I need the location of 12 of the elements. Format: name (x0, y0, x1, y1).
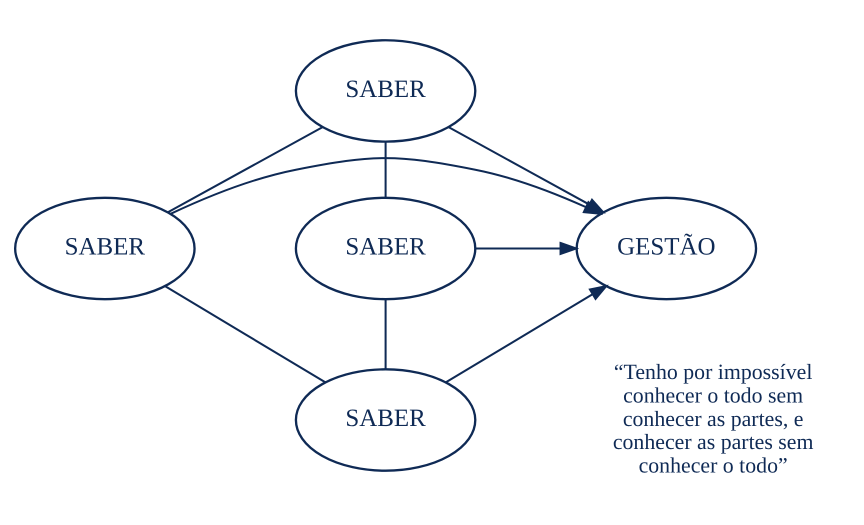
arrow (476, 242, 580, 256)
node-ellipse: SABER (294, 39, 476, 143)
arrow (445, 284, 609, 384)
connector (384, 142, 387, 198)
connector (384, 299, 387, 369)
node-ellipse: SABER (294, 368, 476, 472)
arrow (170, 157, 604, 215)
label: “Tenho por impossível conhecer o todo sem conhecer as partes, e conhecer as partes sem conhecer o todo” (612, 360, 814, 478)
node-ellipse: SABER (14, 196, 196, 300)
node-ellipse: SABER (294, 196, 476, 300)
connector (168, 126, 324, 213)
connector (164, 285, 326, 384)
